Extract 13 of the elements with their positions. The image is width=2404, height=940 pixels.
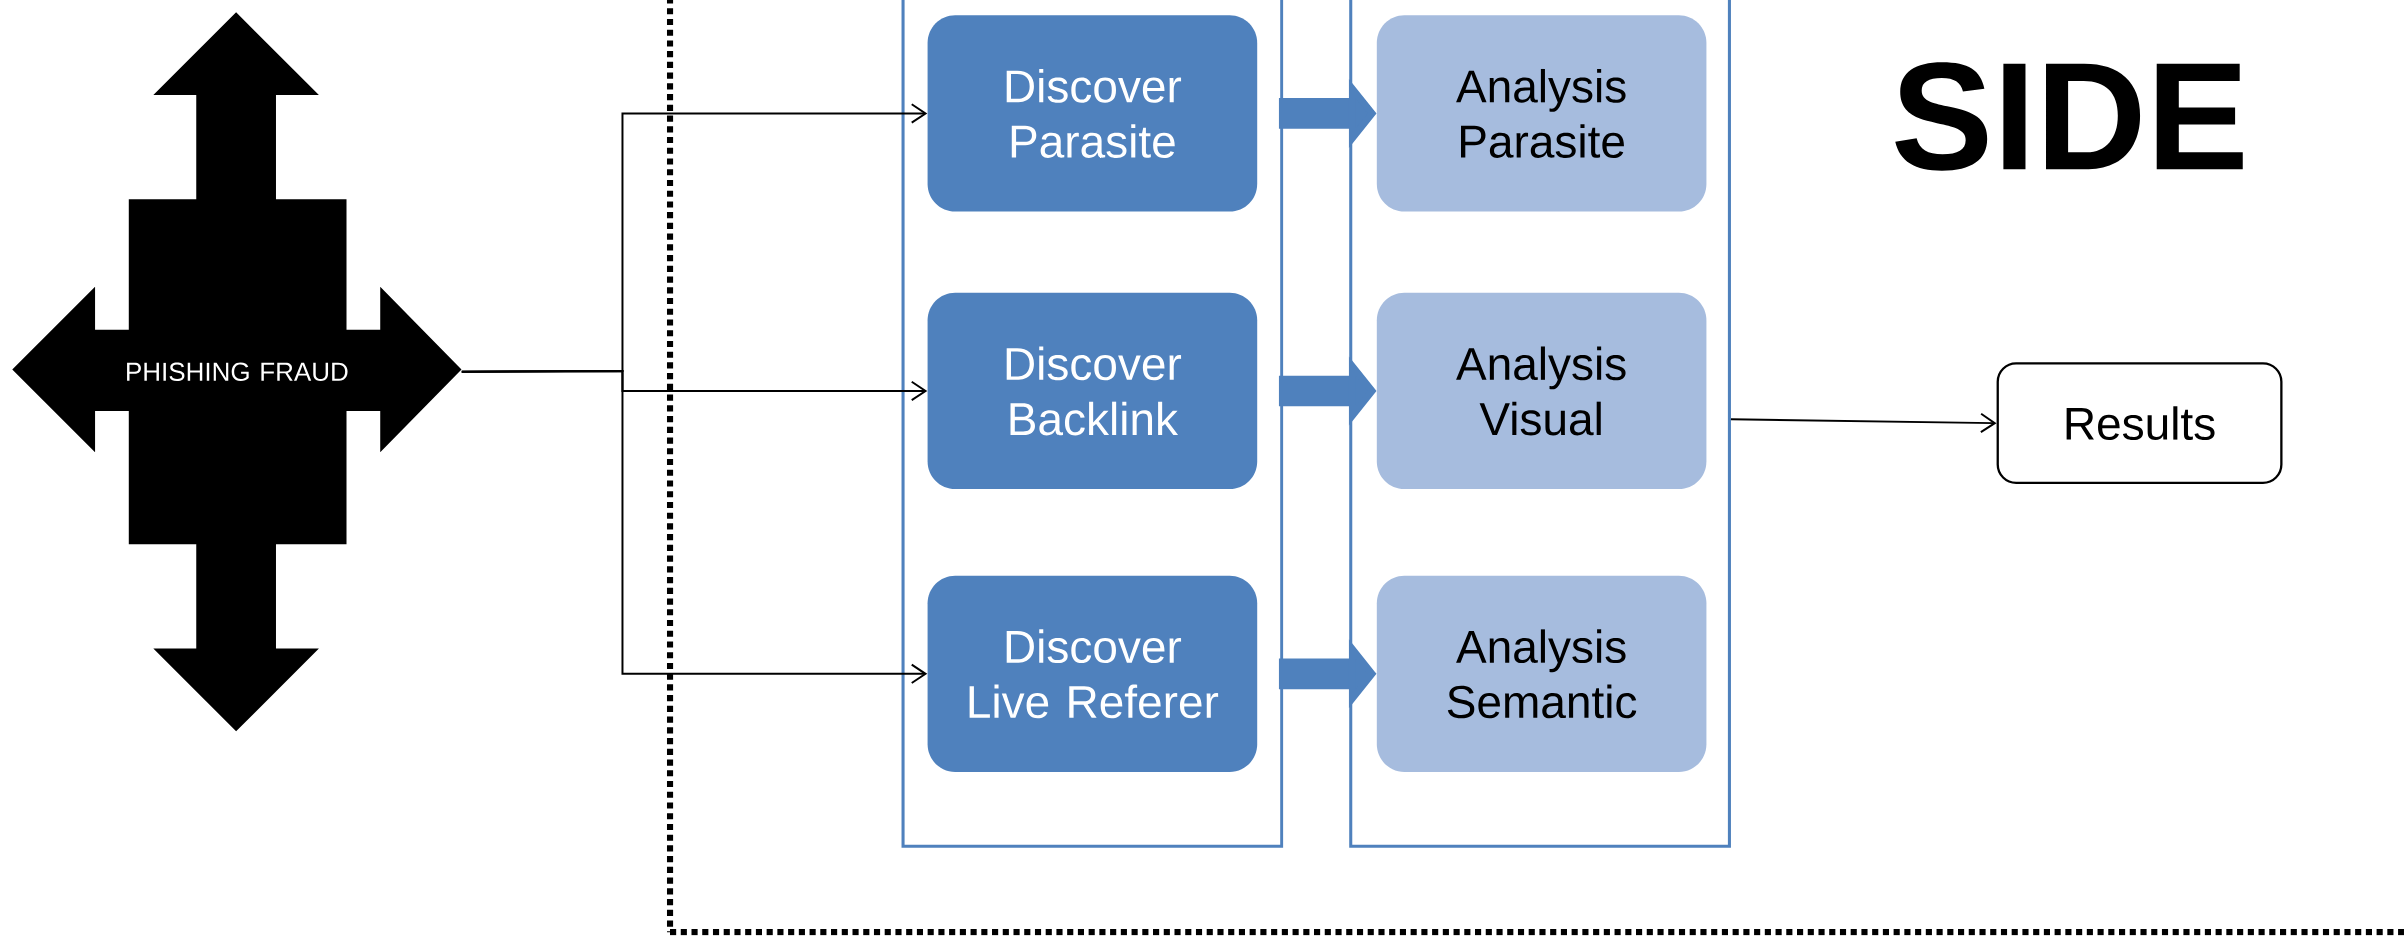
dotted-frame	[666, 0, 2404, 936]
process-box: Discover Backlink	[927, 292, 1258, 490]
analysis-box: Analysis Semantic	[1376, 575, 1707, 773]
column-box	[901, 0, 1284, 848]
arrow	[460, 370, 928, 685]
analysis-box: Analysis Visual	[1376, 292, 1707, 490]
process-box: Discover Parasite	[927, 15, 1258, 212]
arrow	[1729, 412, 1997, 434]
heading-label: SIDE	[1895, 62, 2243, 171]
analysis-box: Analysis Parasite	[1376, 15, 1707, 212]
column-box	[1349, 0, 1731, 848]
result-box: Results	[1996, 362, 2283, 485]
process-box: Discover Live Referer	[927, 575, 1258, 773]
